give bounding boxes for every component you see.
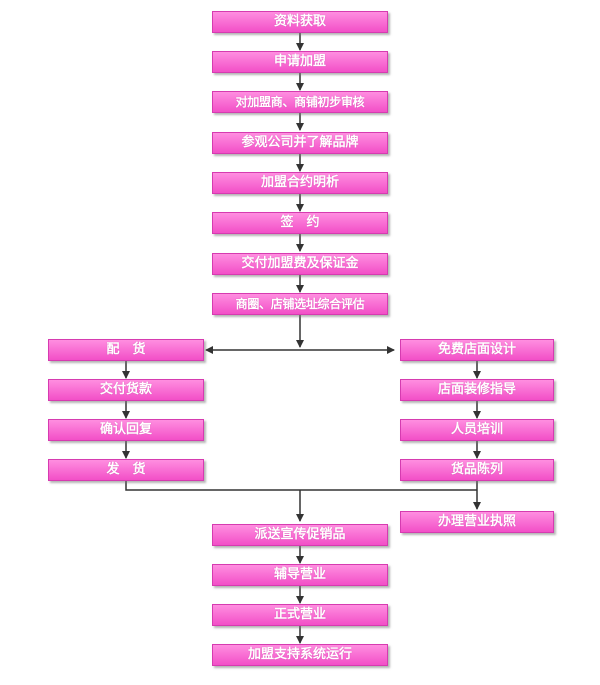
left-step-allocate-goods: 配 货	[48, 339, 204, 361]
step-sign-contract: 签 约	[212, 212, 388, 234]
merge-line	[125, 481, 477, 491]
left-step-ship-goods: 发 货	[48, 459, 204, 481]
left-step-confirm-reply: 确认回复	[48, 419, 204, 441]
right-step-goods-display: 货品陈列	[400, 459, 554, 481]
step-official-opening: 正式营业	[212, 604, 388, 626]
right-step-store-design: 免费店面设计	[400, 339, 554, 361]
step-contract-analysis: 加盟合约明析	[212, 172, 388, 194]
step-data-collection: 资料获取	[212, 11, 388, 33]
step-apply-franchise: 申请加盟	[212, 51, 388, 73]
step-pay-fees: 交付加盟费及保证金	[212, 253, 388, 275]
right-step-staff-training: 人员培训	[400, 419, 554, 441]
left-step-pay-goods: 交付货款	[48, 379, 204, 401]
step-visit-company: 参观公司并了解品牌	[212, 132, 388, 154]
right-step-renovation-guide: 店面装修指导	[400, 379, 554, 401]
step-support-system: 加盟支持系统运行	[212, 644, 388, 666]
right-step-business-license: 办理营业执照	[400, 511, 554, 533]
step-promo-materials: 派送宣传促销品	[212, 524, 388, 546]
step-site-evaluation: 商圈、店铺选址综合评估	[212, 293, 388, 315]
step-business-coaching: 辅导营业	[212, 564, 388, 586]
step-initial-review: 对加盟商、商铺初步审核	[212, 91, 388, 113]
